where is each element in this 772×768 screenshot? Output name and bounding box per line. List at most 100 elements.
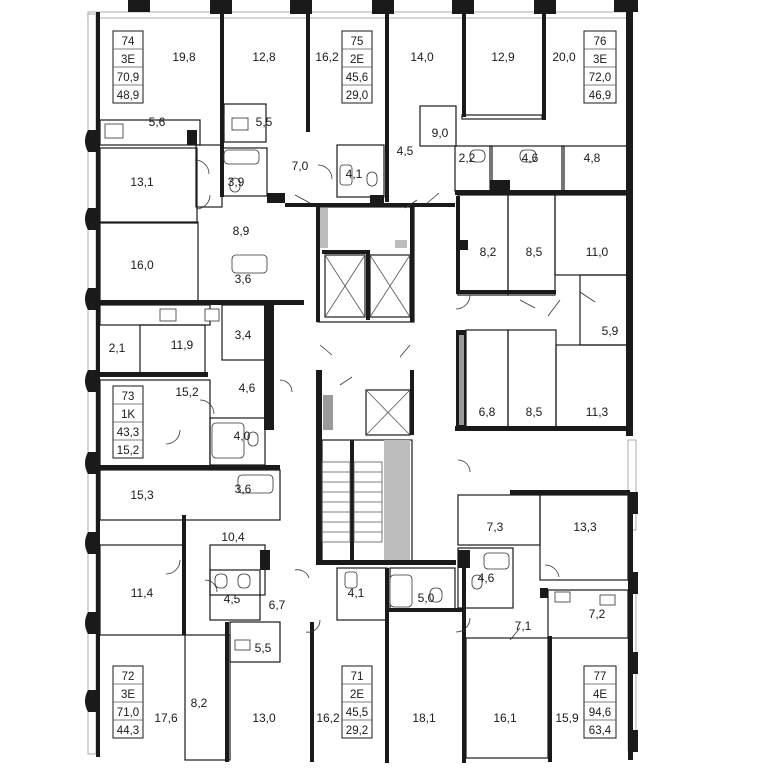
room-area: 11,9 bbox=[171, 338, 194, 352]
apartment-total-area: 45,5 bbox=[346, 707, 368, 719]
room-area: 13,3 bbox=[573, 520, 597, 534]
apartment-labels: 74 3E 70,9 48,9 75 2E 45,6 29,0 76 3E 72… bbox=[112, 30, 617, 739]
room-area: 6,7 bbox=[269, 598, 286, 612]
apartment-info-74: 74 3E 70,9 48,9 bbox=[112, 30, 144, 104]
room-area: 10,4 bbox=[221, 530, 245, 544]
room-area: 9,0 bbox=[432, 126, 449, 140]
room-area: 5,9 bbox=[602, 324, 619, 338]
room-area: 16,2 bbox=[315, 50, 339, 64]
room-area: 16,1 bbox=[493, 711, 517, 725]
room-area: 5,0 bbox=[418, 591, 435, 605]
room-area: 7,0 bbox=[292, 159, 309, 173]
facade-windows bbox=[87, 11, 637, 755]
building-core bbox=[316, 206, 456, 565]
room-area: 7,3 bbox=[487, 520, 504, 534]
doors bbox=[165, 159, 596, 641]
room-area: 6,8 bbox=[479, 405, 496, 419]
room-area: 12,9 bbox=[491, 50, 515, 64]
room-area: 12,8 bbox=[252, 50, 276, 64]
apartment-info-72: 72 3E 71,0 44,3 bbox=[112, 665, 144, 739]
apartment-type: 3E bbox=[121, 54, 135, 66]
room-area: 20,0 bbox=[552, 50, 576, 64]
room-area: 11,4 bbox=[131, 586, 154, 600]
room-area: 7,2 bbox=[589, 607, 606, 621]
room-area: 16,0 bbox=[130, 258, 154, 272]
apartment-living-area: 29,0 bbox=[346, 90, 368, 102]
room-area: 3,6 bbox=[235, 272, 252, 286]
apartment-number: 75 bbox=[351, 36, 364, 48]
apartment-info-77: 77 4E 94,6 63,4 bbox=[583, 665, 617, 739]
apartment-living-area: 46,9 bbox=[589, 90, 611, 102]
room-area: 4,6 bbox=[522, 151, 539, 165]
room-area: 18,1 bbox=[412, 711, 436, 725]
pilasters bbox=[85, 0, 638, 752]
room-area: 4,6 bbox=[239, 381, 256, 395]
room-area: 5,6 bbox=[149, 115, 166, 129]
room-area: 4,6 bbox=[478, 571, 495, 585]
apartment-living-area: 29,2 bbox=[346, 725, 368, 737]
room-area: 5,5 bbox=[256, 115, 273, 129]
room-area: 4,5 bbox=[397, 144, 414, 158]
room-area: 8,5 bbox=[526, 405, 543, 419]
room-area: 8,9 bbox=[233, 224, 250, 238]
apartment-living-area: 15,2 bbox=[117, 445, 139, 457]
room-area: 4,8 bbox=[584, 151, 601, 165]
apartment-type: 3E bbox=[593, 54, 607, 66]
room-area: 16,2 bbox=[316, 711, 340, 725]
apartment-info-73: 73 1K 43,3 15,2 bbox=[112, 385, 144, 459]
apartment-number: 74 bbox=[122, 36, 135, 48]
fixtures bbox=[104, 117, 616, 651]
room-area: 7,1 bbox=[515, 619, 532, 633]
apartment-number: 72 bbox=[122, 671, 135, 683]
room-area: 8,2 bbox=[191, 696, 208, 710]
room-area: 2,1 bbox=[109, 341, 126, 355]
apartment-living-area: 44,3 bbox=[117, 725, 139, 737]
room-area: 3,6 bbox=[235, 482, 252, 496]
room-area: 11,3 bbox=[586, 405, 609, 419]
room-area: 14,0 bbox=[410, 50, 434, 64]
apartment-info-71: 71 2E 45,5 29,2 bbox=[341, 665, 373, 739]
room-area: 15,3 bbox=[130, 488, 154, 502]
apartment-type: 2E bbox=[350, 54, 364, 66]
exterior-walls bbox=[96, 6, 633, 760]
apartment-number: 73 bbox=[122, 391, 135, 403]
room-area: 13,0 bbox=[252, 711, 276, 725]
room-area: 5,5 bbox=[255, 641, 272, 655]
apartment-info-76: 76 3E 72,0 46,9 bbox=[583, 30, 617, 104]
apartment-number: 76 bbox=[594, 36, 607, 48]
apartment-living-area: 63,4 bbox=[589, 725, 612, 737]
room-area: 4,1 bbox=[346, 167, 363, 181]
room-area: 11,0 bbox=[586, 245, 609, 259]
room-area: 4,5 bbox=[224, 592, 241, 606]
room-area: 4,1 bbox=[348, 586, 365, 600]
apartment-type: 4E bbox=[593, 689, 607, 701]
apartment-number: 77 bbox=[594, 671, 607, 683]
apartment-total-area: 43,3 bbox=[117, 427, 139, 439]
room-area: 2,2 bbox=[459, 151, 476, 165]
room-area: 15,2 bbox=[175, 385, 199, 399]
apartment-type: 1K bbox=[121, 409, 135, 421]
apartment-type: 3E bbox=[121, 689, 135, 701]
room-area: 17,6 bbox=[154, 711, 178, 725]
staircase bbox=[321, 461, 383, 543]
room-area: 3,9 bbox=[228, 175, 245, 189]
apartment-total-area: 70,9 bbox=[117, 72, 139, 84]
apartment-total-area: 45,6 bbox=[346, 72, 368, 84]
apartment-type: 2E bbox=[350, 689, 364, 701]
room-area: 15,9 bbox=[555, 711, 579, 725]
room-area: 8,5 bbox=[526, 245, 543, 259]
room-area-labels: 19,8 12,8 16,2 14,0 12,9 20,0 5,6 5,5 9,… bbox=[109, 50, 619, 725]
apartment-living-area: 48,9 bbox=[117, 90, 139, 102]
apartment-total-area: 71,0 bbox=[117, 707, 139, 719]
apartment-total-area: 94,6 bbox=[589, 707, 611, 719]
room-area: 8,2 bbox=[480, 245, 497, 259]
apartment-info-75: 75 2E 45,6 29,0 bbox=[341, 30, 373, 104]
room-area: 4,0 bbox=[234, 429, 251, 443]
apartment-total-area: 72,0 bbox=[589, 72, 611, 84]
apartment-number: 71 bbox=[351, 671, 364, 683]
interior-walls bbox=[99, 12, 629, 763]
room-area: 13,1 bbox=[130, 175, 154, 189]
room-area: 3,4 bbox=[235, 328, 252, 342]
room-area: 19,8 bbox=[172, 50, 196, 64]
